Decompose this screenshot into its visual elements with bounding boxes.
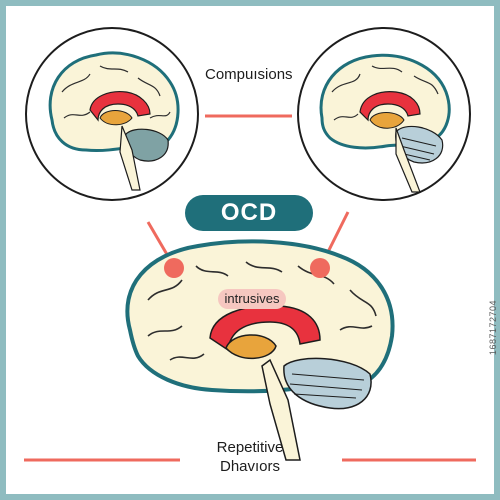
center-brain-diagram <box>125 239 395 461</box>
stock-watermark: 1687172704 <box>488 300 498 356</box>
repetitive-line-2: Dhavıors <box>219 458 281 475</box>
connector-dot-left <box>164 258 184 278</box>
compulsions-label: Compuısions <box>205 66 293 83</box>
repetitive-line-1: Repetitive <box>216 439 284 456</box>
intrusives-label: intrusives <box>218 289 286 309</box>
ocd-title-badge: OCD <box>185 195 313 231</box>
repetitive-behaviors-label: Repetitive Dhavıors <box>190 438 310 476</box>
connector-dot-right <box>310 258 330 278</box>
left-brain-diagram <box>25 27 199 201</box>
right-brain-diagram <box>297 27 471 201</box>
